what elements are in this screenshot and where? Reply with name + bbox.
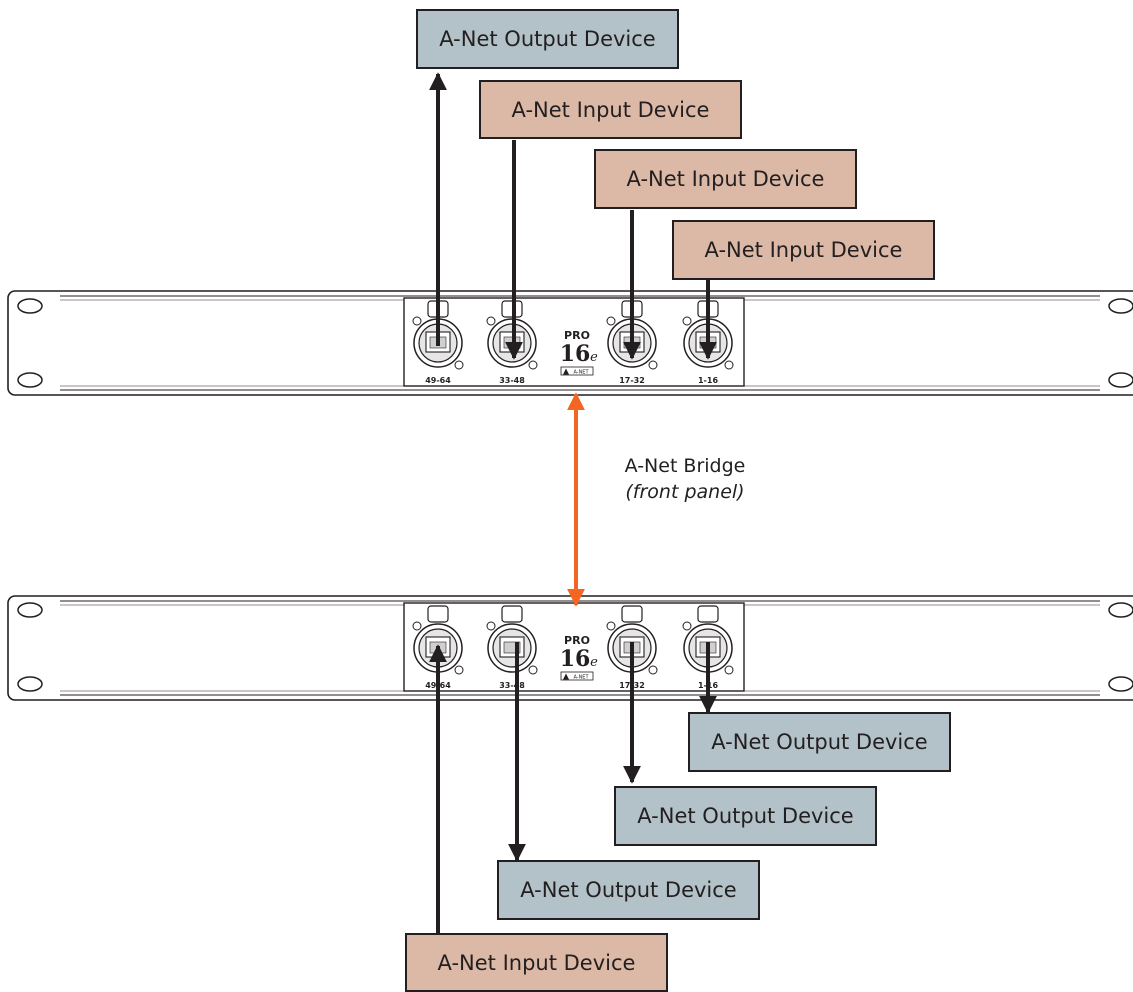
rack-unit-top: 49-64 33-48 17-32 [7, 290, 1133, 396]
input-device-box[interactable]: A-Net Input Device [672, 220, 935, 280]
badge-text: A-NET [573, 675, 589, 681]
badge-text: A-NET [573, 370, 589, 376]
input-device-box[interactable]: A-Net Input Device [479, 80, 742, 139]
model-suffix: e [590, 350, 598, 365]
connections [429, 72, 717, 936]
rack-ear-right [1108, 298, 1133, 388]
model-line1: PRO [564, 329, 590, 342]
a-net-badge [560, 366, 594, 376]
a-net-logo-icon [563, 368, 569, 375]
bridge-subtitle: (front panel) [625, 481, 745, 503]
port-label: 1-16 [698, 376, 718, 385]
bridge-title: A-Net Bridge [624, 455, 746, 477]
port-label: 49-64 [425, 376, 451, 385]
rack-ear-left [17, 298, 43, 388]
rack-ear-left [17, 602, 43, 692]
input-device-box[interactable]: A-Net Input Device [594, 149, 857, 209]
model-line1: PRO [564, 634, 590, 647]
port-label: 33-48 [499, 681, 525, 690]
model-logo: PRO 16 e A-NET [560, 634, 598, 681]
model-line2: 16 [560, 341, 591, 367]
ethercon-port[interactable]: 1-16 [682, 300, 734, 385]
model-suffix: e [590, 655, 598, 670]
rack-unit-bottom: 49-64 33-48 17-32 [7, 595, 1133, 701]
output-device-box[interactable]: A-Net Output Device [416, 9, 679, 69]
output-device-box[interactable]: A-Net Output Device [614, 786, 877, 846]
model-line2: 16 [560, 646, 591, 672]
a-net-logo-icon [563, 673, 569, 680]
model-logo: PRO 16 e A-NET [560, 329, 598, 376]
output-device-box[interactable]: A-Net Output Device [497, 860, 760, 920]
input-device-box[interactable]: A-Net Input Device [405, 933, 668, 992]
port-label: 33-48 [499, 376, 525, 385]
a-net-badge [560, 671, 594, 681]
output-device-box[interactable]: A-Net Output Device [688, 712, 951, 772]
port-label: 17-32 [619, 376, 645, 385]
rack-ear-right [1108, 602, 1133, 692]
